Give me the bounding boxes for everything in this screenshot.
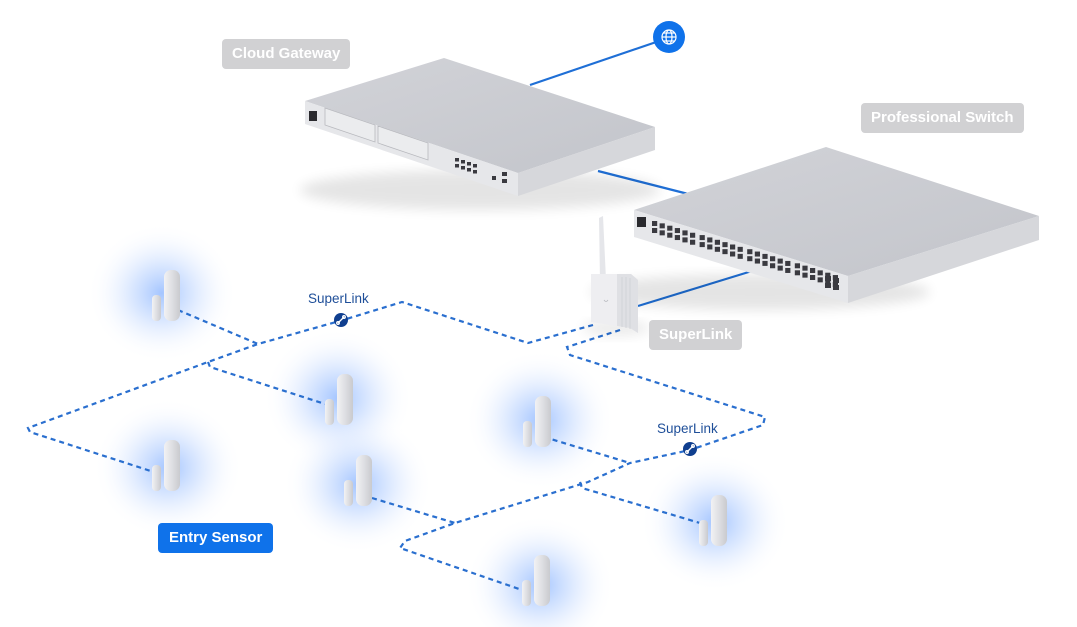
path-sensor2: [206, 361, 326, 406]
sensor-body: [711, 495, 727, 546]
rj45-port: [785, 267, 791, 273]
rj45-port: [707, 237, 713, 243]
rj45-port: [817, 277, 823, 283]
entry-sensor[interactable]: [522, 555, 550, 606]
rj45-port: [674, 228, 680, 234]
rj45-port: [785, 260, 791, 266]
wireless-links: [26, 300, 767, 593]
rj45-port: [737, 253, 743, 259]
sensor-body: [534, 555, 550, 606]
sensor-magnet: [522, 580, 531, 606]
sensor-body: [164, 270, 180, 321]
entry-sensor[interactable]: [523, 396, 551, 447]
link-internet-gateway: [529, 36, 669, 87]
entry-sensor[interactable]: [325, 374, 353, 425]
link-icon: [336, 315, 346, 325]
superlink-device-label: SuperLink: [649, 320, 743, 350]
superlink-relay-2-label: SuperLink: [657, 421, 718, 436]
rj45-port: [714, 239, 720, 245]
entry-sensor[interactable]: [152, 270, 180, 321]
rj45-port: [794, 270, 800, 276]
sensor-magnet: [344, 480, 353, 506]
rj45-port: [832, 282, 838, 288]
rj45-port: [730, 251, 736, 257]
rj45-port: [659, 223, 665, 229]
rj45-port: [667, 225, 673, 231]
rj45-port: [810, 268, 816, 273]
rj45-port: [802, 272, 808, 278]
cloud-gateway-device[interactable]: [300, 58, 660, 210]
rj45-port: [722, 242, 728, 248]
rj45-port: [714, 246, 720, 252]
rj45-port: [707, 244, 713, 250]
entry-sensor-label: Entry Sensor: [158, 523, 274, 553]
rj45-port: [667, 232, 673, 238]
path-sensor1: [177, 308, 259, 346]
sensor-body: [164, 440, 180, 491]
entry-sensor[interactable]: [699, 495, 727, 546]
rj45-port: [777, 265, 783, 271]
rj45-port: [747, 249, 753, 255]
rj45-port: [762, 253, 768, 259]
globe-icon: [661, 29, 677, 45]
rj45-port: [802, 265, 808, 271]
professional-switch-label: Professional Switch: [861, 103, 1024, 133]
rj45-port: [794, 263, 800, 269]
sensor-magnet: [699, 520, 708, 546]
switch-ports: [652, 221, 839, 290]
sensor-magnet: [325, 399, 334, 425]
sfp-port: [825, 283, 831, 288]
rj45-port: [747, 256, 753, 262]
link-icon: [685, 444, 695, 454]
rj45-port: [810, 275, 816, 280]
rj45-port: [825, 272, 831, 278]
rj45-port: [730, 244, 736, 250]
sfp-port: [833, 278, 839, 283]
professional-switch-device[interactable]: [590, 147, 1039, 310]
sfp-port: [825, 276, 831, 281]
rj45-port: [699, 242, 705, 248]
sensor-body: [356, 455, 372, 506]
rj45-port: [817, 270, 823, 276]
sensor-magnet: [152, 295, 161, 321]
rj45-port: [770, 263, 776, 269]
rj45-port: [699, 235, 705, 241]
sensor-magnet: [523, 421, 532, 447]
relay-dot-1[interactable]: [334, 313, 348, 327]
entry-sensor[interactable]: [152, 440, 180, 491]
internet-node[interactable]: [653, 21, 685, 53]
rj45-port: [762, 260, 768, 266]
sensor-body: [337, 374, 353, 425]
sensor-body: [535, 396, 551, 447]
rj45-port: [832, 275, 838, 281]
rj45-port: [754, 258, 760, 264]
sfp-port: [833, 285, 839, 290]
sensor-magnet: [152, 465, 161, 491]
path-sensor4: [543, 435, 631, 465]
path-sensor5: [371, 496, 456, 525]
superlink-relay-1-label: SuperLink: [308, 291, 369, 306]
rj45-port: [682, 237, 688, 243]
entry-sensor[interactable]: [344, 455, 372, 506]
rj45-port: [825, 279, 831, 285]
rj45-port: [777, 258, 783, 264]
rj45-port: [737, 246, 743, 252]
path-sensor6: [578, 481, 701, 525]
cloud-gateway-label: Cloud Gateway: [222, 39, 351, 69]
superlink-device[interactable]: [582, 216, 650, 336]
rj45-port: [770, 256, 776, 262]
rj45-port: [754, 251, 760, 257]
rj45-port: [674, 235, 680, 241]
rj45-port: [659, 230, 665, 236]
rj45-port: [652, 228, 658, 233]
relay-dot-2[interactable]: [683, 442, 697, 456]
rj45-port: [682, 230, 688, 236]
rj45-port: [690, 239, 696, 245]
rj45-port: [652, 221, 658, 226]
rj45-port: [690, 232, 696, 238]
rj45-port: [722, 249, 728, 255]
path-superlink-to-relay1: [26, 300, 594, 476]
